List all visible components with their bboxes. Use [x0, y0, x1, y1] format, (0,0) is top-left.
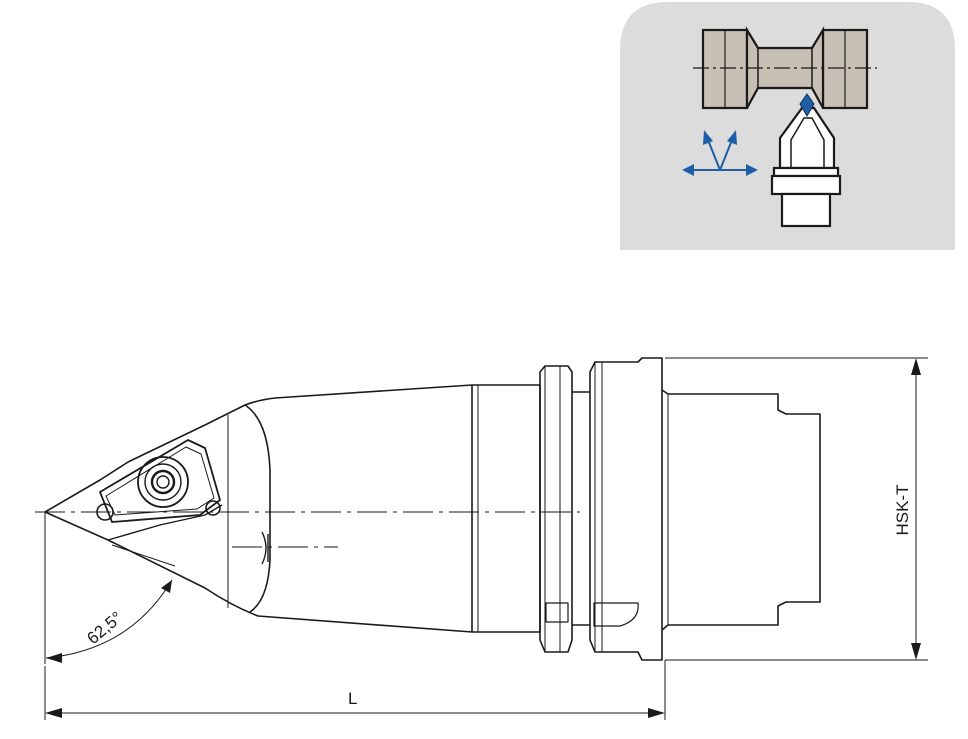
workpiece-icon: [701, 26, 869, 110]
dimensions: [44, 357, 928, 720]
clamp-screw: [137, 456, 189, 508]
coolant-port: [261, 531, 269, 565]
hsk-label: HSK-T: [893, 485, 912, 536]
tool-icon: [770, 106, 842, 228]
movement-arrows-icon: [682, 130, 758, 176]
turning-operation-icon: [620, 2, 955, 250]
insert-icon: [799, 93, 815, 117]
length-label: L: [348, 689, 357, 708]
cutting-insert: [99, 439, 221, 523]
tool-holder-outline: [44, 357, 821, 661]
